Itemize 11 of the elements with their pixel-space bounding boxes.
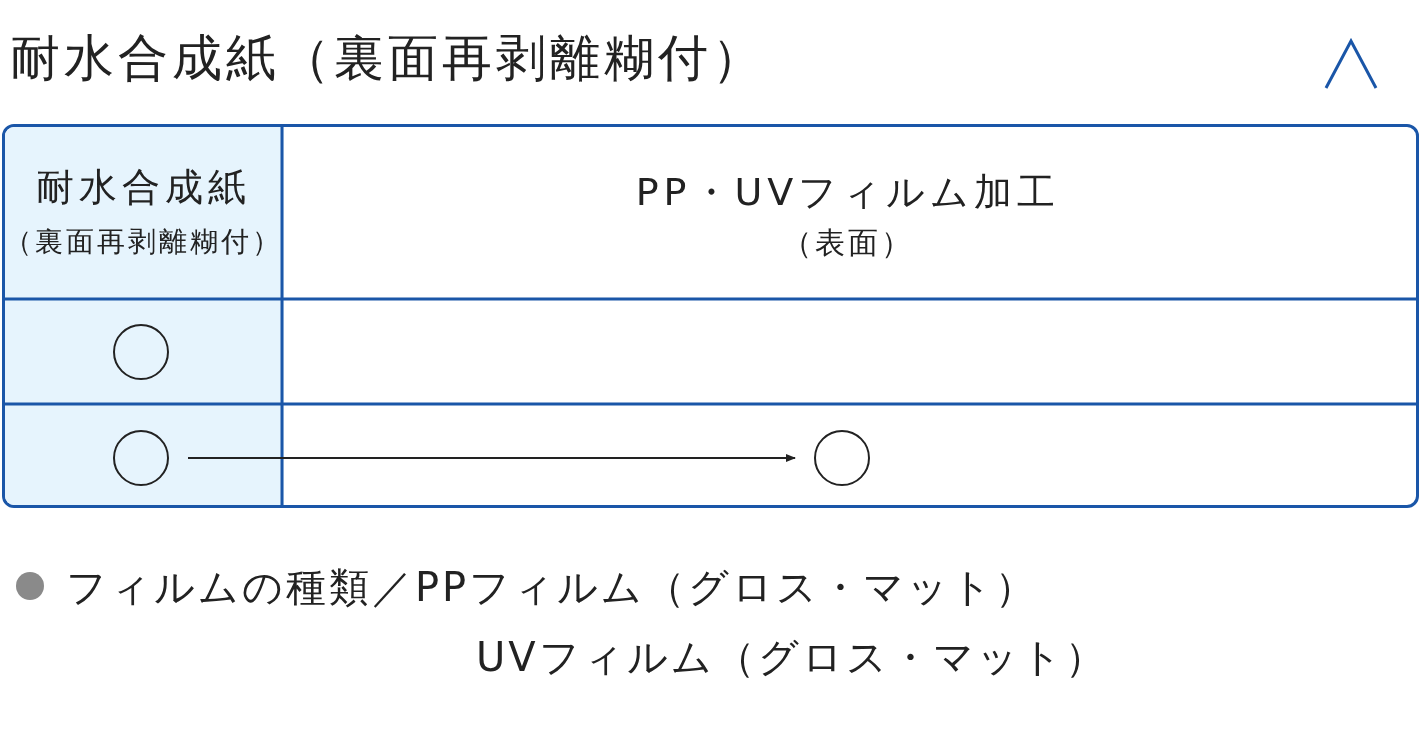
note-text: フィルムの種類／PPフィルム（グロス・マット） [66,563,1039,611]
diagram-title: 耐水合成紙（裏面再剥離糊付） [10,28,766,88]
column-subheader: （裏面再剥離糊付） [3,225,283,259]
note-text: UVフィルム（グロス・マット） [476,633,1108,681]
circle-mark [113,324,169,380]
arrow [187,454,796,462]
column-header: 耐水合成紙 [35,165,251,211]
circle-mark [113,430,169,486]
column-header: PP・UVフィルム加工 [635,170,1061,216]
column-subheader: （表面） [782,225,914,261]
circle-mark [814,430,870,486]
